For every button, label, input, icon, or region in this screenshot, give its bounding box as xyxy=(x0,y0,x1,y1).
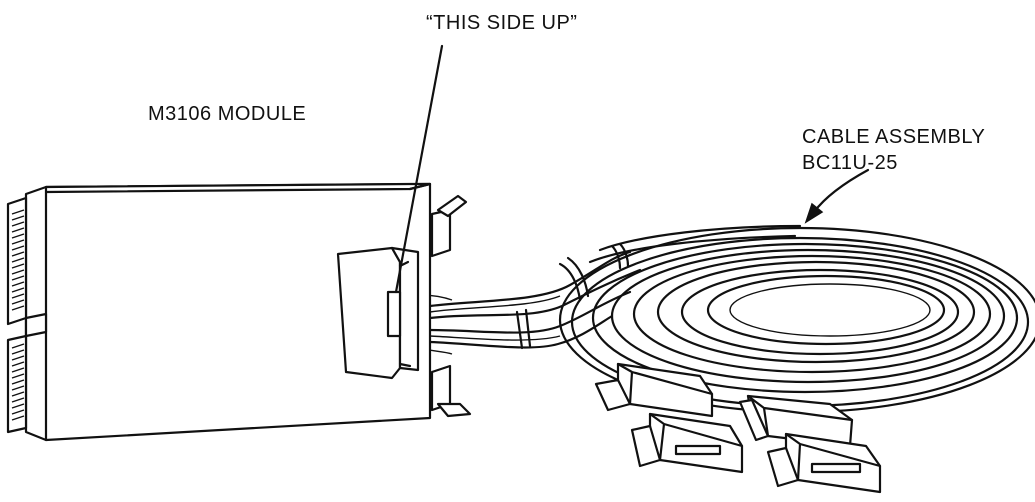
handle-top xyxy=(430,194,468,258)
plug-connector-1 xyxy=(594,362,714,418)
this-side-up-leader xyxy=(394,44,444,294)
edge-fingers-top xyxy=(6,196,48,338)
this-side-up-label: “THIS SIDE UP” xyxy=(426,12,578,34)
cable-assembly-arrow xyxy=(804,168,870,224)
plug-connector-4 xyxy=(766,432,882,494)
cable-assembly-title: CABLE ASSEMBLY xyxy=(802,126,986,148)
plug-connector-2 xyxy=(630,412,744,474)
plug-connector-3 xyxy=(738,394,854,448)
cable-bundle xyxy=(394,242,642,355)
edge-fingers-bottom xyxy=(6,334,28,434)
module-connector xyxy=(336,246,420,380)
module-label: M3106 MODULE xyxy=(148,103,307,125)
cable-assembly-part-number: BC11U-25 xyxy=(802,152,898,174)
handle-bottom xyxy=(430,364,472,418)
cable-assembly-label: CABLE ASSEMBLY BC11U-25 xyxy=(802,124,985,176)
m3106-module-board xyxy=(6,182,472,442)
